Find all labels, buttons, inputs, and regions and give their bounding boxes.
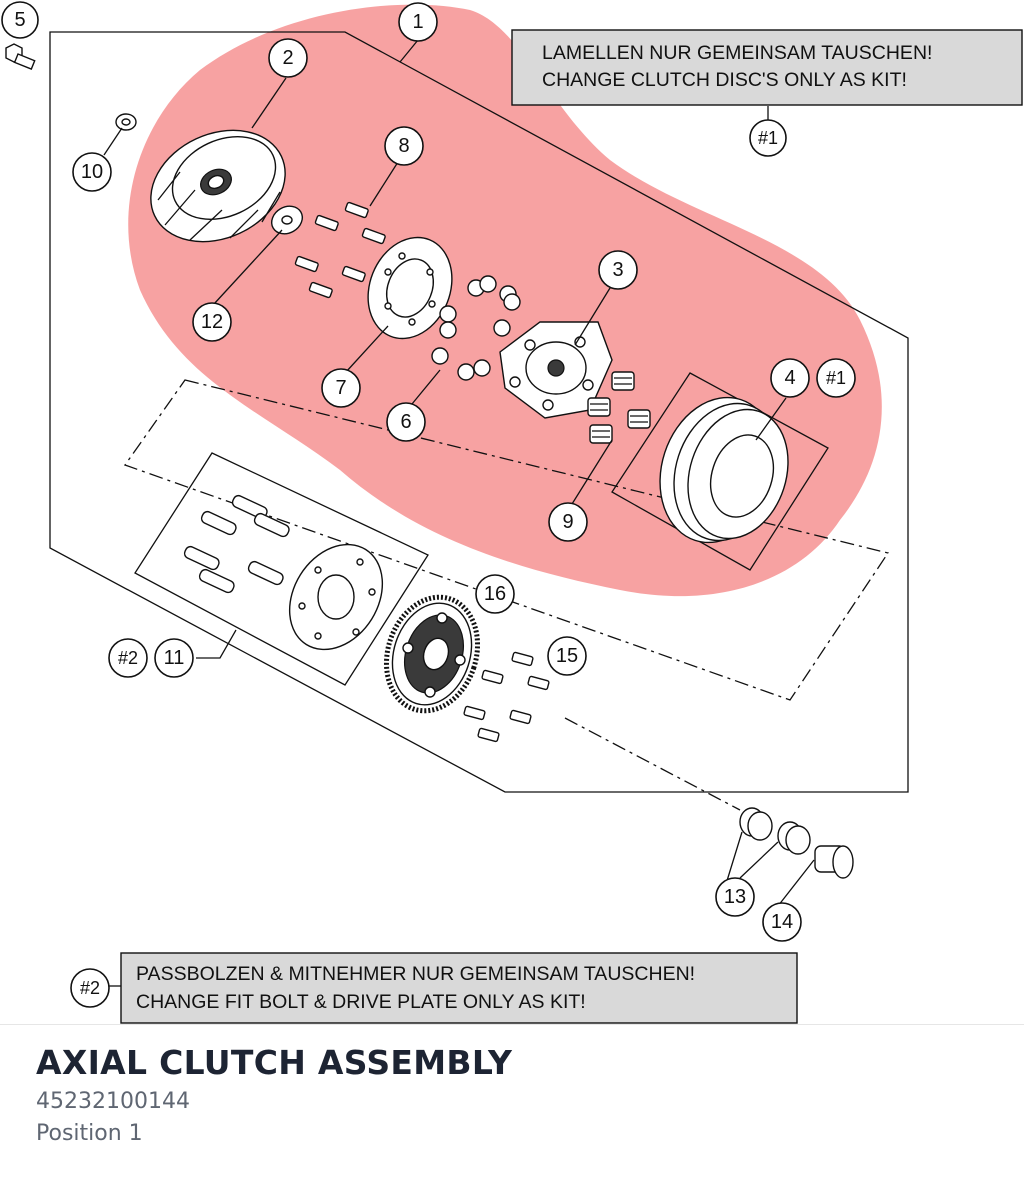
callout-ref2-bottom[interactable]: #2 <box>70 968 110 1008</box>
svg-text:8: 8 <box>398 135 409 157</box>
part-4-clutch-discs <box>659 396 789 544</box>
callout-10[interactable]: 10 <box>72 152 112 192</box>
callout-2[interactable]: 2 <box>268 38 308 78</box>
svg-text:13: 13 <box>724 886 746 908</box>
callout-14[interactable]: 14 <box>762 902 802 942</box>
svg-text:10: 10 <box>81 161 103 183</box>
svg-text:5: 5 <box>14 9 25 31</box>
callout-5[interactable]: 5 <box>1 1 39 39</box>
svg-text:#1: #1 <box>758 128 778 148</box>
svg-text:16: 16 <box>484 583 506 605</box>
note-1-line-2: CHANGE CLUTCH DISC'S ONLY AS KIT! <box>542 69 907 91</box>
svg-text:3: 3 <box>612 259 623 281</box>
svg-text:#2: #2 <box>80 978 100 998</box>
part-11-fit-bolts-drive-plate <box>183 494 384 651</box>
svg-text:2: 2 <box>282 47 293 69</box>
callout-6[interactable]: 6 <box>386 402 426 442</box>
part-11-box <box>134 452 429 686</box>
svg-text:15: 15 <box>556 645 578 667</box>
part-14-sleeve <box>814 845 854 879</box>
kit-dashdot-frame <box>123 379 890 701</box>
axis-line <box>564 717 741 811</box>
svg-text:7: 7 <box>335 377 346 399</box>
part-2-clutch-basket <box>150 129 286 243</box>
note-2-line-2: CHANGE FIT BOLT & DRIVE PLATE ONLY AS KI… <box>136 991 586 1013</box>
part-6-balls <box>431 275 521 381</box>
callout-15[interactable]: 15 <box>547 636 587 676</box>
note-box-1: LAMELLEN NUR GEMEINSAM TAUSCHEN! CHANGE … <box>511 29 1023 106</box>
callout-16[interactable]: 16 <box>475 574 515 614</box>
note-1-line-1: LAMELLEN NUR GEMEINSAM TAUSCHEN! <box>542 42 932 64</box>
part-10-washer <box>115 113 137 131</box>
callout-ref1-top[interactable]: #1 <box>749 119 787 157</box>
assembly-footer: AXIAL CLUTCH ASSEMBLY 45232100144 Positi… <box>0 1024 1024 1178</box>
svg-text:4: 4 <box>784 367 795 389</box>
callout-1[interactable]: 1 <box>398 2 438 42</box>
svg-text:#1: #1 <box>826 368 846 388</box>
assembly-part-number: 45232100144 <box>36 1089 190 1114</box>
callout-12[interactable]: 12 <box>192 302 232 342</box>
note-2-line-1: PASSBOLZEN & MITNEHMER NUR GEMEINSAM TAU… <box>136 963 695 985</box>
svg-text:#2: #2 <box>118 648 138 668</box>
svg-text:12: 12 <box>201 311 223 333</box>
svg-text:6: 6 <box>400 411 411 433</box>
svg-text:1: 1 <box>412 11 423 33</box>
part-9-springs <box>587 371 651 444</box>
callout-8[interactable]: 8 <box>384 126 424 166</box>
svg-text:14: 14 <box>771 911 793 933</box>
part-12-washer <box>270 205 304 235</box>
assembly-title: AXIAL CLUTCH ASSEMBLY <box>36 1043 513 1082</box>
callout-7[interactable]: 7 <box>321 368 361 408</box>
callout-4[interactable]: 4 <box>770 358 810 398</box>
assembly-frame <box>49 31 909 793</box>
callout-ref2-part11[interactable]: #2 <box>108 638 148 678</box>
callout-3[interactable]: 3 <box>598 250 638 290</box>
part-5-bolt <box>5 43 36 70</box>
part-13-bushings <box>739 807 811 855</box>
part-8-bolts <box>294 201 386 299</box>
exploded-parts-diagram: LAMELLEN NUR GEMEINSAM TAUSCHEN! CHANGE … <box>1 1 1023 1024</box>
note-box-2: PASSBOLZEN & MITNEHMER NUR GEMEINSAM TAU… <box>120 952 798 1024</box>
part-15-screws <box>463 651 550 743</box>
part-3-clutch-hub <box>499 321 613 419</box>
svg-text:9: 9 <box>562 511 573 533</box>
callout-11[interactable]: 11 <box>154 638 194 678</box>
svg-text:11: 11 <box>164 647 185 669</box>
callout-ref1-part4[interactable]: #1 <box>816 358 856 398</box>
part-4-box <box>611 372 829 571</box>
part-7-pressure-plate <box>367 236 453 340</box>
callout-13[interactable]: 13 <box>715 877 755 917</box>
leader-lines <box>103 39 815 987</box>
part-16-primary-gear <box>383 594 481 714</box>
callout-9[interactable]: 9 <box>548 502 588 542</box>
assembly-position: Position 1 <box>36 1121 143 1146</box>
